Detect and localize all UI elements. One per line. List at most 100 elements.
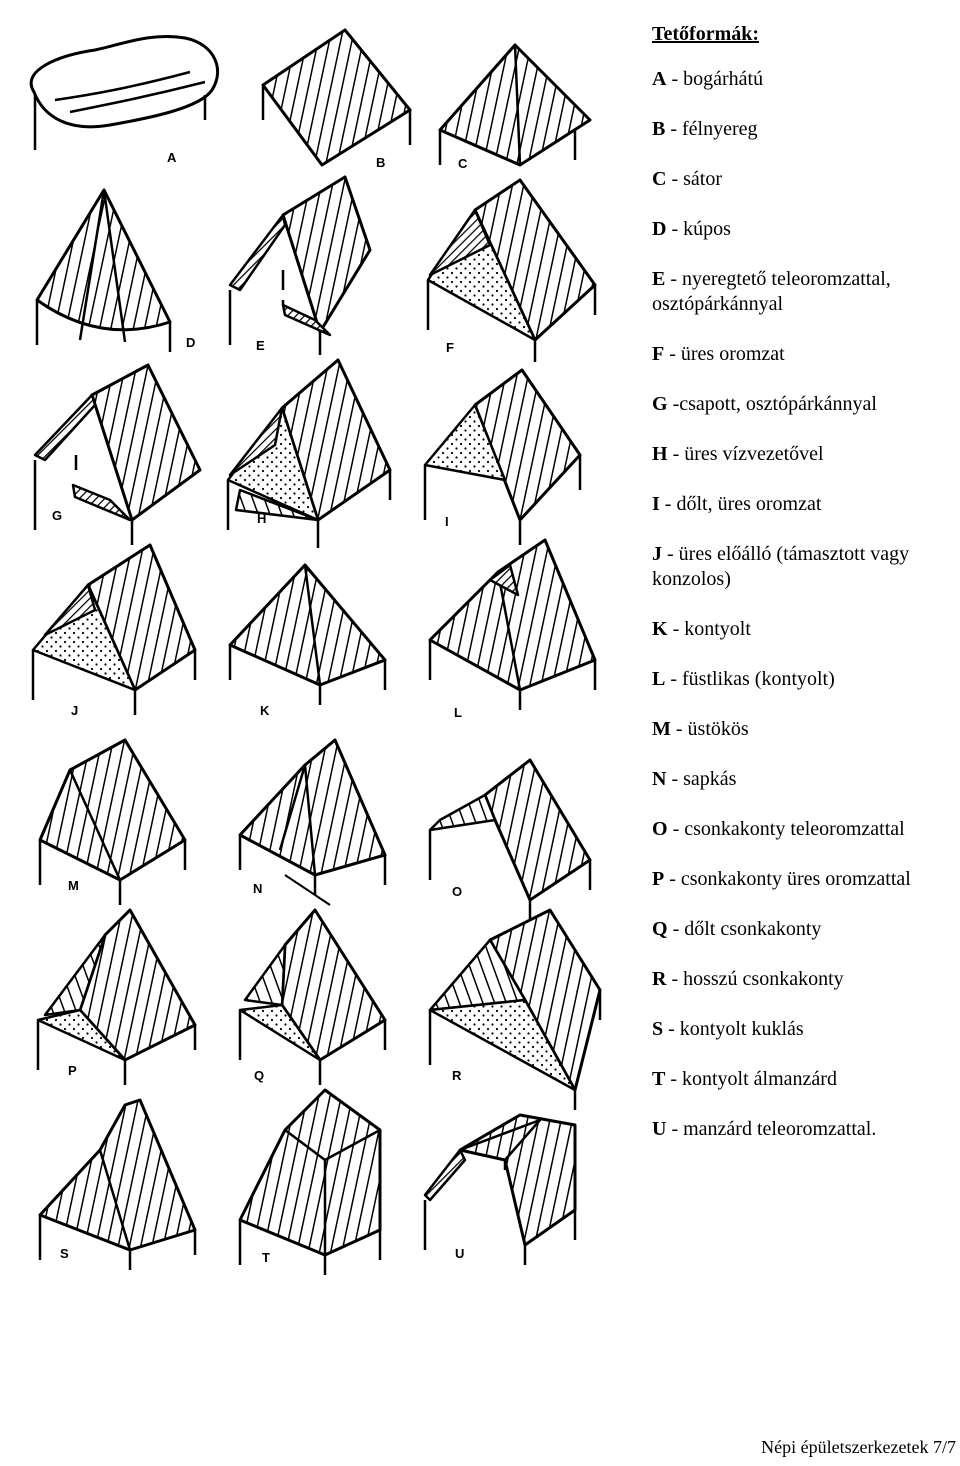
legend-item-text: - nyeregtető teleoromzattal, osztópárkán… [652, 268, 891, 315]
roof-label: M [68, 878, 79, 893]
roof-p [36, 908, 197, 1085]
legend-item-text: -csapott, osztópárkánnyal [667, 393, 877, 415]
roof-i [423, 368, 582, 545]
roof-label: I [445, 514, 449, 529]
legend-item-letter: E [652, 268, 666, 290]
legend-item-letter: C [652, 168, 667, 190]
roof-f [426, 178, 597, 362]
legend-item-text: - csonkakonty teleoromzattal [667, 818, 905, 840]
legend-item: I - dőlt, üres oromzat [652, 492, 957, 517]
roof-label: O [452, 884, 462, 899]
roof-label: T [262, 1250, 270, 1265]
legend-item-text: - hosszú csonkakonty [666, 968, 844, 990]
legend-item-text: - füstlikas (kontyolt) [665, 668, 835, 690]
roof-g [33, 363, 202, 545]
roof-k [228, 563, 387, 705]
legend-item: J - üres előálló (támasztott vagy konzol… [652, 542, 957, 592]
legend-item-text: - üres előálló (támasztott vagy konzolos… [652, 543, 910, 590]
legend-item-letter: T [652, 1068, 666, 1090]
roof-label: J [71, 703, 78, 718]
legend-item: O - csonkakonty teleoromzattal [652, 817, 957, 842]
roof-label: H [257, 511, 266, 526]
legend-item-text: - manzárd teleoromzattal. [666, 1118, 877, 1140]
roof-a [29, 34, 220, 150]
legend-item: D - kúpos [652, 217, 957, 242]
roof-label: E [256, 338, 265, 353]
roof-label: C [458, 156, 468, 171]
legend-item-letter: P [652, 868, 665, 890]
roof-label: Q [254, 1068, 264, 1083]
legend-item-letter: N [652, 768, 667, 790]
legend-item-text: - üres oromzat [664, 343, 785, 365]
legend-item: C - sátor [652, 167, 957, 192]
legend-item-letter: U [652, 1118, 667, 1140]
legend-item: A - bogárhátú [652, 67, 957, 92]
roof-h [226, 358, 392, 548]
roof-label: G [52, 508, 62, 523]
legend-item-text: - kontyolt [667, 618, 751, 640]
legend-item-letter: L [652, 668, 666, 690]
legend-item-letter: H [652, 443, 668, 465]
legend-item: F - üres oromzat [652, 342, 957, 367]
roof-r [428, 908, 602, 1110]
legend-item: N - sapkás [652, 767, 957, 792]
legend-item: T - kontyolt álmanzárd [652, 1067, 957, 1092]
legend-item: R - hosszú csonkakonty [652, 967, 957, 992]
roof-label: N [253, 881, 262, 896]
legend-item-letter: I [652, 493, 660, 515]
legend-item-text: - sapkás [666, 768, 737, 790]
legend-item-text: - sátor [666, 168, 722, 190]
roof-b [261, 28, 412, 167]
roof-m [38, 738, 187, 905]
legend-item-letter: R [652, 968, 667, 990]
legend-item-letter: M [652, 718, 671, 740]
legend-item-letter: G [652, 393, 668, 415]
roof-label: A [167, 150, 177, 165]
legend-item-text: - csonkakonty üres oromzattal [664, 868, 911, 890]
legend-item: U - manzárd teleoromzattal. [652, 1117, 957, 1142]
roof-label: K [260, 703, 270, 718]
legend-item: P - csonkakonty üres oromzattal [652, 867, 957, 892]
legend-item: S - kontyolt kuklás [652, 1017, 957, 1042]
legend-item: E - nyeregtető teleoromzattal, osztópárk… [652, 267, 957, 317]
legend-item-letter: Q [652, 918, 668, 940]
roof-c [438, 43, 592, 167]
legend-item-letter: K [652, 618, 668, 640]
legend-item-text: - bogárhátú [666, 68, 764, 90]
legend-item-letter: J [652, 543, 662, 565]
legend-item-letter: B [652, 118, 666, 140]
roof-label: L [454, 705, 462, 720]
legend-item-text: - kontyolt álmanzárd [665, 1068, 837, 1090]
legend-title: Tetőformák: [652, 23, 760, 45]
legend-item-text: - dőlt, üres oromzat [659, 493, 822, 515]
legend-item-text: - üstökös [670, 718, 749, 740]
legend-item-text: - kontyolt kuklás [663, 1018, 804, 1040]
legend-item: B - félnyereg [652, 117, 957, 142]
roof-s [38, 1098, 197, 1270]
legend-item-text: - dőlt csonkakonty [667, 918, 822, 940]
legend-item-text: - kúpos [666, 218, 731, 240]
roof-n [238, 738, 387, 906]
legend-item-letter: O [652, 818, 668, 840]
roof-e [228, 175, 372, 355]
roof-label: F [446, 340, 454, 355]
legend-item: G -csapott, osztópárkánnyal [652, 392, 957, 417]
roof-label: U [455, 1246, 464, 1261]
legend-item: H - üres vízvezetővel [652, 442, 957, 467]
roof-o [428, 758, 592, 920]
roof-label: B [376, 155, 385, 170]
page-footer: Népi épületszerkezetek 7/7 [761, 1437, 956, 1457]
legend-item-letter: D [652, 218, 667, 240]
roof-l [428, 538, 597, 710]
legend-item-letter: A [652, 68, 667, 90]
legend-item-text: - üres vízvezetővel [667, 443, 824, 465]
roof-j [31, 543, 197, 715]
roof-label: S [60, 1246, 69, 1261]
legend-item-text: - félnyereg [665, 118, 758, 140]
legend-item: Q - dőlt csonkakonty [652, 917, 957, 942]
roof-q [238, 908, 387, 1085]
roof-d [35, 188, 172, 352]
